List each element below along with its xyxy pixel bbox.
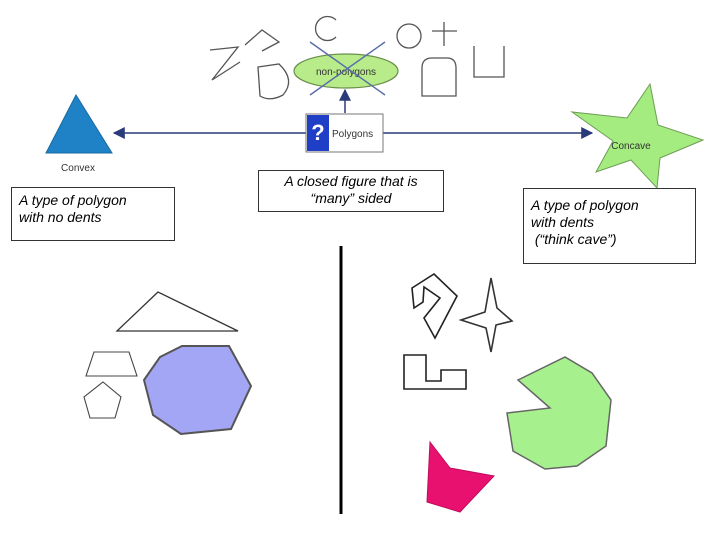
concave-definition-box: A type of polygon with dents (“think cav… [523, 188, 696, 264]
concave-example-green-polygon [506, 356, 612, 470]
concave-example-four-point-star [458, 277, 514, 353]
question-mark-icon [307, 115, 329, 151]
convex-definition-box: A type of polygon with no dents [11, 187, 175, 241]
d-shape [257, 63, 290, 100]
concave-definition-line-2: with dents [531, 214, 595, 230]
open-zigzag-shape [209, 46, 241, 81]
concave-definition-line-3: (“think cave”) [531, 231, 617, 247]
convex-definition-line-2: with no dents [19, 209, 102, 225]
non-polygons-label: non-polygons [316, 67, 376, 78]
plus-cross-shape [432, 22, 457, 46]
concave-star [570, 82, 705, 190]
rounded-rectangle-shape [421, 57, 457, 97]
polygon-definition-line-2: “many” sided [310, 190, 392, 206]
non-polygons-ellipse [293, 53, 399, 89]
concave-label: Concave [611, 141, 651, 152]
open-square-shape [473, 46, 505, 78]
convex-example-octagon [142, 345, 253, 436]
polygon-definition-line-1: A closed figure that is [284, 173, 418, 189]
concave-definition-line-1: A type of polygon [531, 197, 639, 213]
convex-triangle [45, 93, 113, 154]
open-quadrilateral-shape [244, 29, 281, 52]
question-mark-glyph: ? [311, 120, 324, 145]
convex-example-trapezoid [85, 351, 138, 377]
circle-shape [396, 23, 422, 49]
convex-example-pentagon [83, 381, 122, 419]
convex-example-triangle [115, 291, 239, 332]
concave-example-notched-shape [403, 354, 467, 390]
convex-label: Convex [61, 163, 95, 174]
convex-definition-line-1: A type of polygon [19, 192, 127, 208]
cross-out-mark [309, 41, 386, 96]
polygon-definition-box: A closed figure that is “many” sided [258, 170, 444, 212]
polygons-label: Polygons [332, 129, 373, 140]
non-polygon-examples [209, 15, 505, 100]
concave-example-bolt [411, 272, 458, 340]
concave-example-magenta-shape [426, 440, 495, 513]
open-curve-c-shape [314, 15, 337, 42]
